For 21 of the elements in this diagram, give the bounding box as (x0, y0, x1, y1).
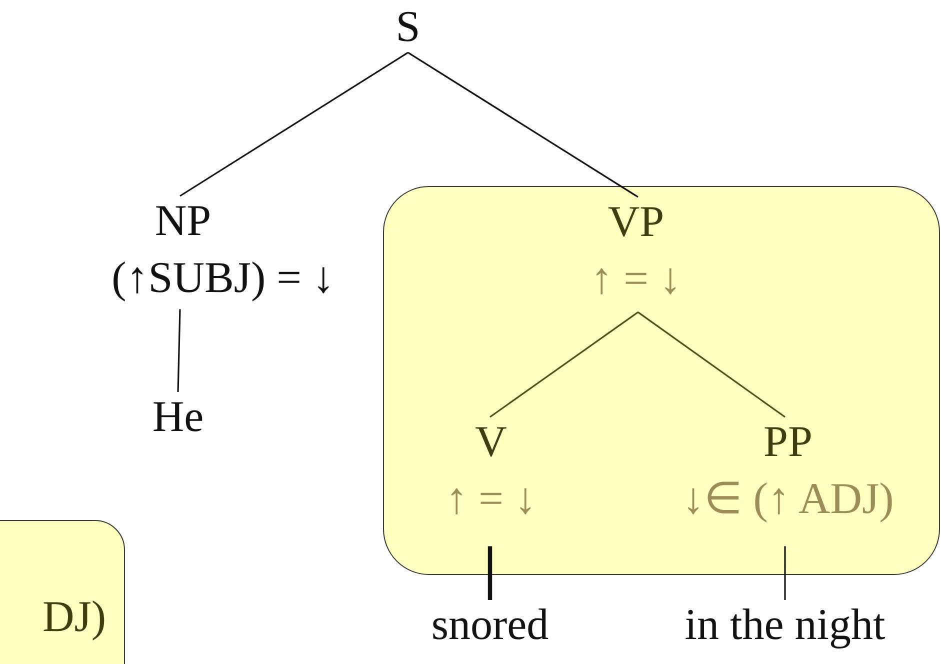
annotation-equation: ↓∈ (↑ ADJ) (682, 474, 894, 524)
word-label: in the night (684, 600, 886, 651)
tree-branch-line (638, 312, 786, 418)
category-label: NP (154, 196, 212, 247)
category-label: V (475, 417, 507, 468)
annotation-equation: ↑ = ↓ (446, 474, 536, 524)
tree-branch-line (408, 52, 638, 198)
word-label: DJ) (42, 592, 106, 643)
tree-branch-line (488, 546, 492, 600)
tree-branch-line (177, 309, 181, 392)
word-label: snored (431, 600, 549, 651)
tree-branch-line (490, 312, 638, 418)
tree-branch-line (180, 52, 408, 197)
annotation-equation: ↑ = ↓ (590, 254, 682, 304)
annotation-equation: (↑SUBJ) = ↓ (112, 252, 334, 304)
category-label: VP (608, 197, 664, 248)
word-label: He (152, 392, 204, 443)
tree-branch-line (784, 546, 786, 600)
category-label: PP (764, 417, 812, 468)
highlight-box (383, 186, 940, 575)
word-label: S (396, 2, 420, 53)
